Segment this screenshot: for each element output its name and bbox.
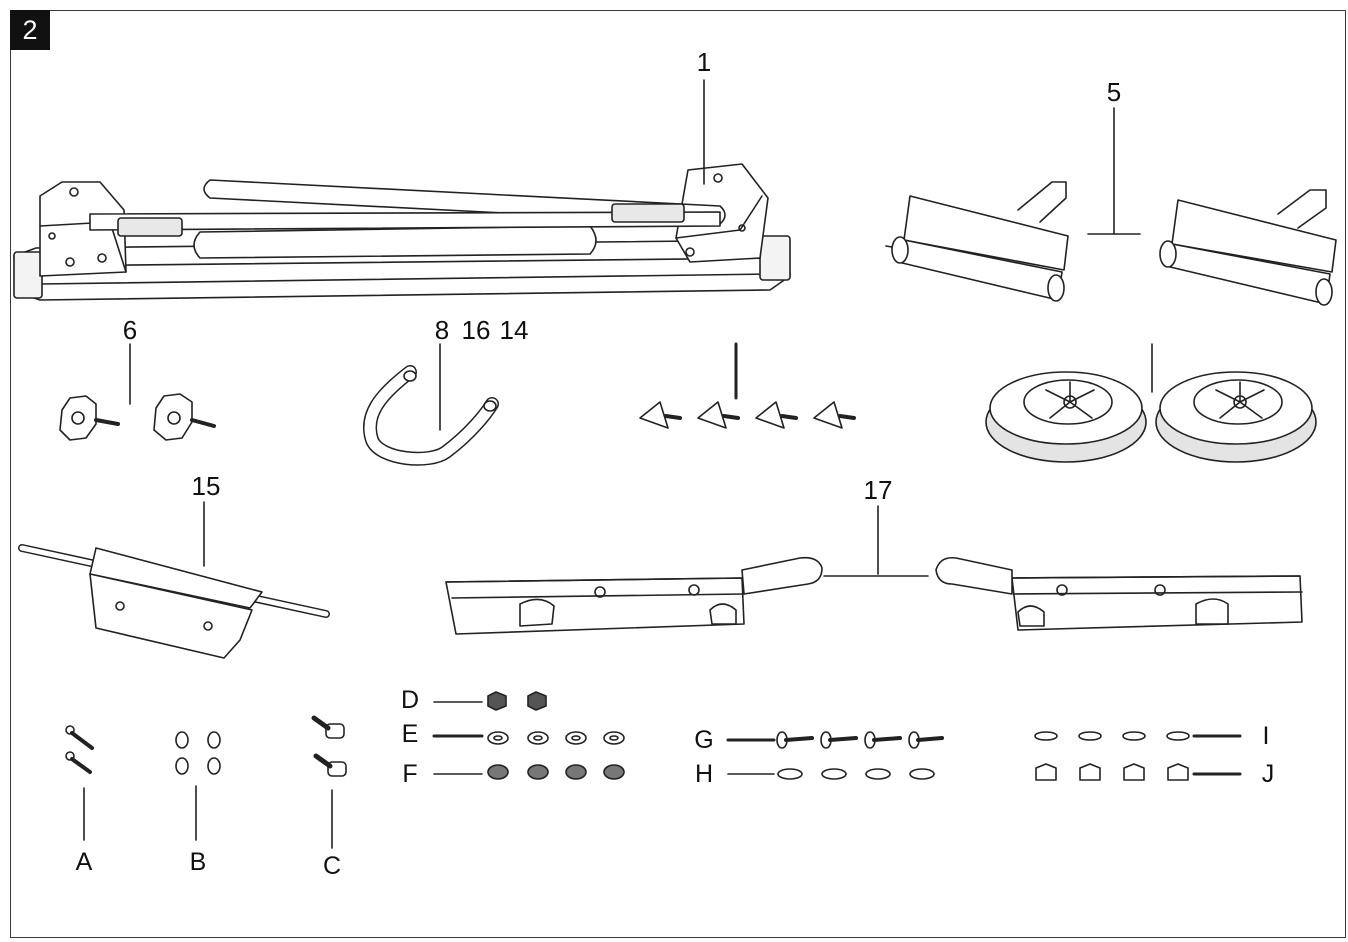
hardware-a-screw	[65, 751, 92, 774]
part-17-rail-right	[935, 556, 1303, 631]
part-5-roller-right	[1159, 189, 1337, 306]
label-part-14: 14	[499, 315, 529, 345]
label-hardware-a: A	[75, 848, 93, 876]
label-hardware-g: G	[694, 726, 714, 754]
part-5-roller-left	[885, 181, 1069, 302]
hardware-e-washer	[487, 731, 625, 745]
label-part-5: 5	[1106, 77, 1122, 107]
hardware-c-bolt	[311, 715, 345, 739]
wheel	[985, 371, 1147, 463]
part-8-u-handle	[363, 365, 499, 466]
label-part-17: 17	[863, 475, 893, 505]
part-6-knob	[153, 393, 216, 441]
label-part-15: 15	[191, 471, 221, 501]
label-hardware-d: D	[400, 686, 420, 714]
part-6-knob	[59, 395, 120, 441]
label-part-16: 16	[461, 315, 491, 345]
label-part-1: 1	[696, 47, 712, 77]
hardware-i-washer	[1034, 731, 1190, 741]
label-hardware-i: I	[1262, 722, 1270, 750]
figure-frame	[10, 10, 1346, 938]
label-hardware-h: H	[694, 760, 714, 788]
triangle-knob	[697, 401, 740, 429]
hardware-j-nut	[1035, 763, 1189, 781]
hardware-h-washer	[777, 768, 935, 780]
triangle-knob	[639, 401, 682, 429]
part-15-axle-plate	[18, 544, 330, 659]
label-part-6: 6	[122, 315, 138, 345]
label-hardware-b: B	[189, 848, 207, 876]
hardware-g-carriage-bolt	[776, 731, 944, 749]
hardware-f-lock-nut	[487, 764, 625, 780]
hardware-d-nut	[487, 691, 547, 711]
hardware-a-screw	[65, 725, 94, 750]
label-hardware-j: J	[1261, 760, 1275, 788]
figure-number-badge: 2	[10, 10, 50, 50]
label-part-8: 8	[434, 315, 450, 345]
label-hardware-f: F	[402, 760, 418, 788]
part-1-frame	[13, 163, 791, 301]
hardware-c-bolt	[313, 753, 347, 777]
wheel	[1155, 371, 1317, 463]
hardware-b-spring-washer	[175, 731, 221, 775]
triangle-knob	[813, 401, 856, 429]
label-hardware-e: E	[401, 720, 419, 748]
label-hardware-c: C	[322, 852, 342, 880]
part-17-rail-left	[445, 556, 823, 635]
triangle-knob	[755, 401, 798, 429]
